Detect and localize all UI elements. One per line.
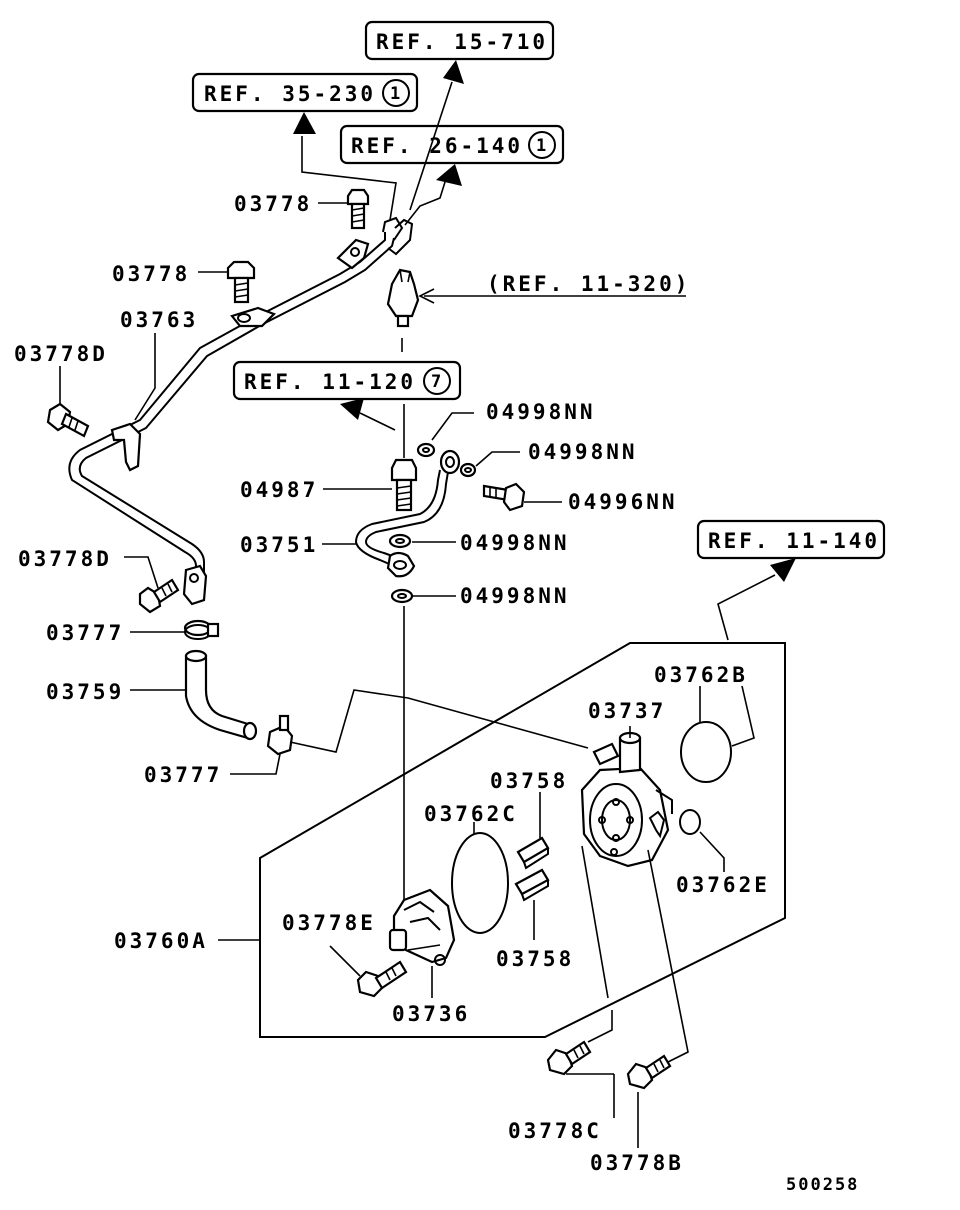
bolt-03778-second[interactable] [226, 260, 256, 304]
label-03758-upper[interactable]: 03758 [490, 769, 568, 793]
label-03778E[interactable]: 03778E [282, 911, 376, 935]
bolt-03778C[interactable] [546, 1040, 592, 1076]
bolt-03778B[interactable] [626, 1054, 672, 1090]
label-03762E[interactable]: 03762E [676, 873, 770, 897]
ref-box-15-710[interactable]: REF. 15-710 [364, 20, 555, 61]
ref-box-26-140[interactable]: REF. 26-140 1 [339, 124, 565, 165]
label-03777-upper[interactable]: 03777 [46, 621, 124, 645]
washer-04998NN-a[interactable] [416, 442, 436, 458]
arrow-icon [770, 558, 796, 582]
label-03751[interactable]: 03751 [240, 533, 318, 557]
ref-11-140-label: REF. 11-140 [708, 529, 880, 553]
figure-number: 500258 [786, 1175, 859, 1195]
label-04998NN-c[interactable]: 04998NN [460, 531, 570, 555]
label-03760A[interactable]: 03760A [114, 929, 208, 953]
ref-arrows [293, 60, 796, 641]
vacuum-pipe-03763[interactable] [68, 216, 414, 606]
gasket-03762C[interactable] [451, 832, 509, 934]
arrow-icon [293, 112, 316, 134]
o-ring-03762B[interactable] [680, 721, 732, 783]
o-ring-03762E[interactable] [679, 809, 701, 835]
leader-lines [59, 202, 755, 1148]
label-03763[interactable]: 03763 [120, 308, 198, 332]
arrow-icon [436, 164, 462, 186]
label-03778C[interactable]: 03778C [508, 1119, 602, 1143]
clamp-03777-lower[interactable] [266, 714, 294, 756]
ref-11-320-label[interactable]: (REF. 11-320) [487, 272, 690, 296]
label-03762C[interactable]: 03762C [424, 802, 518, 826]
ref-26-140-circle-number: 1 [536, 136, 546, 156]
label-04987[interactable]: 04987 [240, 478, 318, 502]
union-bolt-04987[interactable] [390, 458, 418, 512]
washer-04998NN-c[interactable] [388, 533, 412, 549]
label-03758-lower[interactable]: 03758 [496, 947, 574, 971]
bolt-03778D-upper[interactable] [46, 402, 90, 438]
label-03778-second[interactable]: 03778 [112, 262, 190, 286]
washer-04998NN-d[interactable] [390, 588, 414, 604]
label-03778-top[interactable]: 03778 [234, 192, 312, 216]
hose-connection-line [289, 689, 589, 753]
eye-bolt-04996NN[interactable] [482, 482, 526, 512]
oil-pipe-03751[interactable] [354, 449, 461, 578]
ref-35-230-label: REF. 35-230 [204, 82, 376, 106]
label-03778B[interactable]: 03778B [590, 1151, 684, 1175]
arrow-icon [443, 60, 464, 84]
label-03736[interactable]: 03736 [392, 1002, 470, 1026]
vacuum-pump-body-03737[interactable] [580, 731, 673, 868]
arrow-icon [340, 398, 364, 420]
label-03778D-upper[interactable]: 03778D [14, 342, 108, 366]
vane-03758-upper[interactable] [516, 836, 550, 870]
label-03759[interactable]: 03759 [46, 680, 124, 704]
label-04998NN-b[interactable]: 04998NN [528, 440, 638, 464]
label-03762B[interactable]: 03762B [654, 663, 748, 687]
washer-04998NN-b[interactable] [459, 462, 477, 478]
part-labels: 03778 03778 03763 03778D 04998NN 04998NN… [14, 192, 859, 1195]
hose-03759[interactable] [184, 649, 258, 741]
bolt-03778E[interactable] [356, 960, 408, 998]
ref-11-120-label: REF. 11-120 [244, 370, 416, 394]
ref-11-120-circle-number: 7 [431, 372, 441, 392]
pump-cover-03736[interactable] [388, 888, 456, 966]
ref-box-11-140[interactable]: REF. 11-140 [696, 519, 886, 560]
label-03778D-lower[interactable]: 03778D [18, 547, 112, 571]
ref-box-11-120[interactable]: REF. 11-120 7 [232, 360, 462, 401]
label-04998NN-d[interactable]: 04998NN [460, 584, 570, 608]
ref-box-35-230[interactable]: REF. 35-230 1 [191, 72, 419, 113]
label-04998NN-a[interactable]: 04998NN [486, 400, 596, 424]
pump-assembly-frame-03760A[interactable] [259, 642, 786, 1038]
vacuum-sensor-11-320[interactable] [386, 268, 420, 328]
label-03737[interactable]: 03737 [588, 699, 666, 723]
ref-26-140-label: REF. 26-140 [351, 134, 523, 158]
ref-15-710-label: REF. 15-710 [376, 30, 548, 54]
label-04996NN[interactable]: 04996NN [568, 490, 678, 514]
bolt-03778D-lower[interactable] [138, 578, 180, 614]
vane-03758-lower[interactable] [514, 868, 550, 902]
clamp-03777-upper[interactable] [183, 619, 220, 640]
label-03777-lower[interactable]: 03777 [144, 763, 222, 787]
bolt-03778-top[interactable] [346, 188, 370, 230]
ref-35-230-circle-number: 1 [390, 84, 400, 104]
